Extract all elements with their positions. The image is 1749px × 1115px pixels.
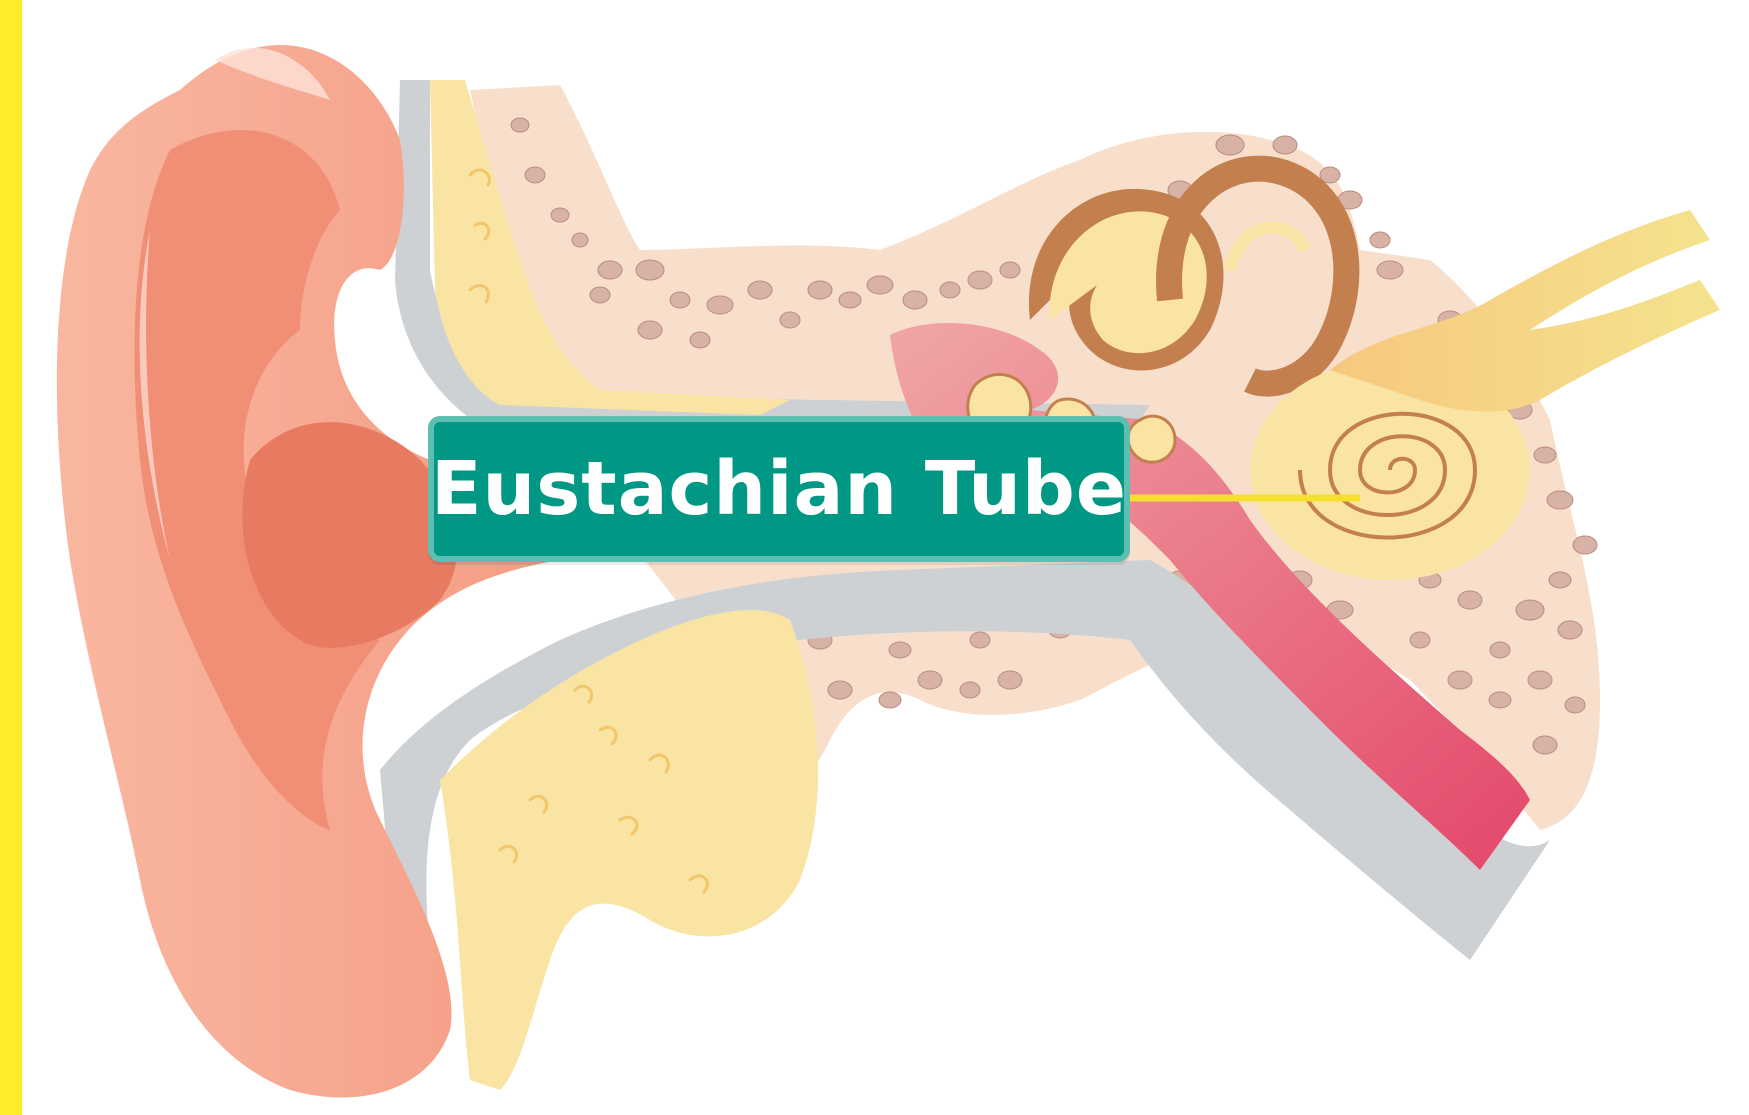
eustachian-tube-label: Eustachian Tube [428,416,1130,562]
label-text: Eustachian Tube [431,446,1127,532]
